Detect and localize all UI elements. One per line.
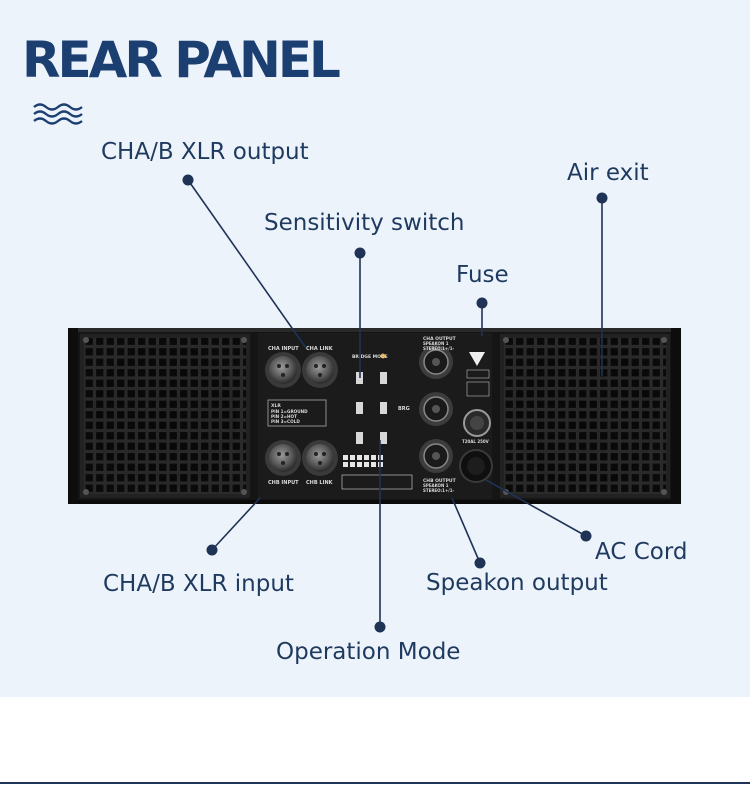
dot-sensitivity [354, 247, 366, 259]
page-title: REAR PANEL [22, 31, 341, 89]
label-cha-link: CHA LINK [306, 346, 334, 352]
ac-cord [459, 449, 493, 483]
left-fan-grille [80, 334, 250, 498]
dot-xlr-output [182, 174, 194, 186]
speakon-2 [419, 392, 453, 426]
label-pin3: PIN 3=COLD [271, 419, 300, 424]
label-pin1: PIN 1=GROUND [271, 409, 308, 414]
callout-xlr-input: CHA/B XLR input [103, 571, 294, 597]
cha-link-jack [302, 352, 338, 388]
label-cha-output-sub2: STEREO:1+/1- [423, 346, 455, 351]
right-fan-grille [500, 334, 670, 498]
label-chb-link: CHB LINK [306, 480, 334, 486]
dot-ac-cord [580, 530, 592, 542]
cha-input-jack [265, 352, 301, 388]
speakon-1 [419, 345, 453, 379]
label-brg: BRG [398, 406, 410, 412]
callout-operation: Operation Mode [276, 639, 461, 665]
callout-ac-cord: AC Cord [595, 539, 688, 565]
callout-fuse: Fuse [456, 262, 509, 288]
label-fuse-rating: T20AL 250V [462, 439, 490, 444]
label-cha-output: CHA OUTPUT [423, 336, 457, 342]
dot-speakon [474, 557, 486, 569]
label-chb-output: CHB OUTPUT [423, 478, 457, 484]
label-pin2: PIN 2=HOT [271, 414, 297, 419]
dot-air-exit [596, 192, 608, 204]
chb-input-jack [265, 440, 301, 476]
speakon-3 [419, 439, 453, 473]
fuse-holder [463, 409, 491, 437]
dot-xlr-input [206, 544, 218, 556]
label-xlr: XLR [271, 403, 281, 409]
callout-xlr-output: CHA/B XLR output [101, 139, 309, 165]
warning-icon [469, 352, 485, 366]
label-cha-input: CHA INPUT [268, 346, 299, 352]
label-chb-output-sub1: SPEAKON 1 [423, 483, 449, 488]
label-bridge-mode: BRIDGE MODE [352, 354, 388, 360]
callout-sensitivity: Sensitivity switch [264, 210, 465, 236]
label-cha-output-sub1: SPEAKON 1 [423, 341, 449, 346]
dot-fuse [476, 297, 488, 309]
dot-operation [374, 621, 386, 633]
chb-link-jack [302, 440, 338, 476]
bottom-divider [0, 782, 750, 784]
label-chb-output-sub2: STEREO:1+/1- [423, 488, 455, 493]
callout-air-exit: Air exit [567, 160, 649, 186]
callout-speakon: Speakon output [426, 570, 608, 596]
wave-icon [33, 103, 83, 125]
label-chb-input: CHB INPUT [268, 480, 299, 486]
